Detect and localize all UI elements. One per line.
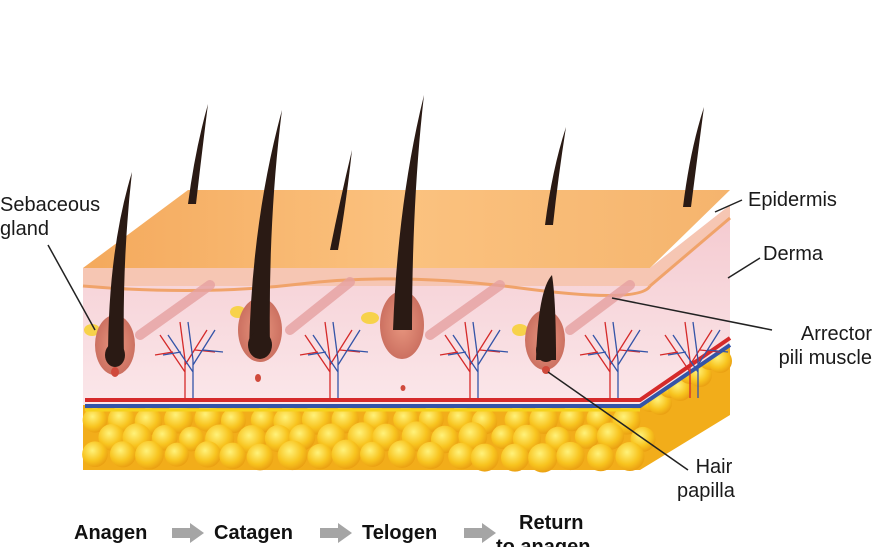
fat-cell	[164, 442, 189, 467]
capillary-branch	[587, 321, 649, 398]
label-hair-papilla-line1: Hair	[695, 456, 733, 478]
fat-cell	[500, 443, 530, 472]
hair-shafts	[105, 95, 704, 367]
fat-cell	[109, 441, 136, 468]
stage-return-line1: Return	[519, 512, 584, 534]
label-epidermis: Epidermis	[748, 189, 837, 211]
label-sebaceous-gland: Sebaceous gland	[0, 193, 100, 241]
fat-cell	[194, 441, 221, 468]
fat-cell	[448, 442, 475, 470]
fat-cell	[219, 442, 246, 470]
stage-anagen: Anagen	[74, 522, 148, 544]
capillary-branch	[307, 321, 369, 398]
fat-cell	[417, 441, 445, 470]
label-arrector-pili-muscle: Arrector pili muscle	[779, 322, 872, 370]
fat-cell	[615, 442, 645, 472]
fat-cell	[574, 424, 600, 449]
fat-cell	[491, 424, 516, 450]
fat-cell	[528, 443, 558, 473]
fat-cell	[164, 404, 193, 434]
label-leader-lines	[47, 199, 773, 471]
fat-cell	[246, 443, 274, 471]
fat-cell	[82, 407, 108, 433]
fat-cell	[307, 443, 334, 470]
capillary-branch	[667, 321, 729, 398]
fat-cell	[135, 440, 164, 470]
hair-papillae	[111, 366, 550, 391]
fat-cell	[529, 405, 558, 434]
fat-cell	[359, 441, 386, 467]
label-arrector-line1: Arrector	[800, 323, 872, 345]
label-derma: Derma	[763, 243, 824, 265]
stage-catagen: Catagen	[214, 522, 293, 544]
blood-vessel-vein	[85, 343, 732, 408]
stage-telogen: Telogen	[362, 522, 438, 544]
label-sebaceous-line1: Sebaceous	[0, 194, 101, 216]
label-sebaceous-line2: gland	[0, 218, 49, 240]
label-hair-papilla: Hair papilla	[677, 455, 735, 503]
sebaceous-glands	[84, 306, 528, 336]
fat-cell	[559, 405, 585, 432]
fat-cell	[331, 439, 361, 469]
fat-cell	[82, 441, 108, 468]
capillary-network	[154, 321, 729, 398]
fat-cell	[277, 440, 308, 471]
capillary-branch	[447, 321, 509, 398]
fat-cell	[596, 422, 625, 450]
capillary-branch	[162, 321, 224, 398]
stage-return-to-anagen: Return to anagen	[496, 511, 590, 547]
fat-cell	[470, 443, 499, 472]
fat-cell	[194, 404, 222, 432]
label-hair-papilla-line2: papilla	[677, 480, 735, 502]
fat-cell	[587, 444, 615, 472]
fat-cell	[556, 441, 585, 471]
blood-vessel-artery	[85, 336, 732, 402]
arrector-pili-muscles	[135, 277, 635, 340]
stage-return-line2: to anagen	[496, 536, 591, 547]
fat-cell	[388, 440, 416, 468]
fat-cell	[179, 426, 204, 452]
label-arrector-line2: pili muscle	[778, 347, 872, 369]
